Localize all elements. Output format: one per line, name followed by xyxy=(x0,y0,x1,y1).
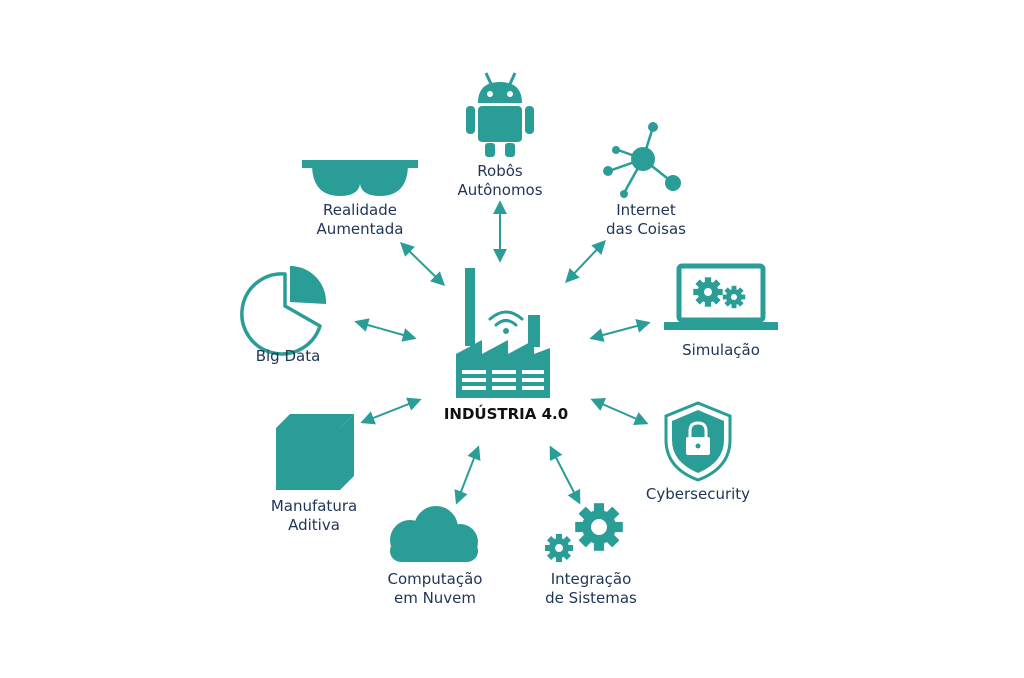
shield-lock-icon xyxy=(664,401,732,482)
cube-icon xyxy=(276,414,354,490)
node-simulation: Simulação xyxy=(661,341,781,360)
node-iot-line2: das Coisas xyxy=(606,220,686,238)
node-additive-line2: Aditiva xyxy=(288,516,340,534)
node-cloud-line2: em Nuvem xyxy=(393,589,477,607)
node-robots: Robôs Autônomos xyxy=(440,162,560,200)
node-cyber-line1: Cybersecurity xyxy=(645,485,751,503)
robot-icon xyxy=(466,72,534,157)
node-ar: Realidade Aumentada xyxy=(300,201,420,239)
node-integration: Integração de Sistemas xyxy=(526,570,656,608)
node-additive: Manufatura Aditiva xyxy=(254,497,374,535)
arrow-iot xyxy=(565,239,606,284)
node-cloud: Computação em Nuvem xyxy=(370,570,500,608)
node-iot: Internet das Coisas xyxy=(586,201,706,239)
node-integration-line1: Integração xyxy=(550,570,632,588)
connector-arrows xyxy=(354,200,651,505)
cloud-icon xyxy=(390,506,478,562)
node-robots-line1: Robôs xyxy=(477,162,523,180)
node-bigdata: Big Data xyxy=(228,347,348,366)
node-additive-line1: Manufatura xyxy=(270,497,358,515)
node-ar-line2: Aumentada xyxy=(316,220,404,238)
arrow-additive xyxy=(360,397,422,425)
vr-goggles-icon xyxy=(302,160,418,196)
arrow-cloud xyxy=(454,445,481,505)
arrow-integration xyxy=(549,445,581,505)
node-integration-line2: de Sistemas xyxy=(545,589,637,607)
arrow-bigdata xyxy=(354,318,417,342)
node-cloud-line1: Computação xyxy=(387,570,483,588)
gears-icon xyxy=(545,503,623,562)
arrow-simulation xyxy=(589,319,651,342)
node-cyber: Cybersecurity xyxy=(623,485,773,504)
factory-icon xyxy=(456,268,550,398)
node-robots-line2: Autônomos xyxy=(457,181,543,199)
node-simulation-line1: Simulação xyxy=(682,341,760,359)
arrow-cyber xyxy=(590,398,649,425)
pie-chart-icon xyxy=(240,265,327,356)
node-bigdata-line1: Big Data xyxy=(255,347,321,365)
node-ar-line1: Realidade xyxy=(323,201,397,219)
arrow-ar xyxy=(399,242,446,286)
laptop-gears-icon xyxy=(664,263,778,330)
network-icon xyxy=(603,122,681,198)
center-title: INDÚSTRIA 4.0 xyxy=(443,405,569,423)
node-iot-line1: Internet xyxy=(616,201,676,219)
